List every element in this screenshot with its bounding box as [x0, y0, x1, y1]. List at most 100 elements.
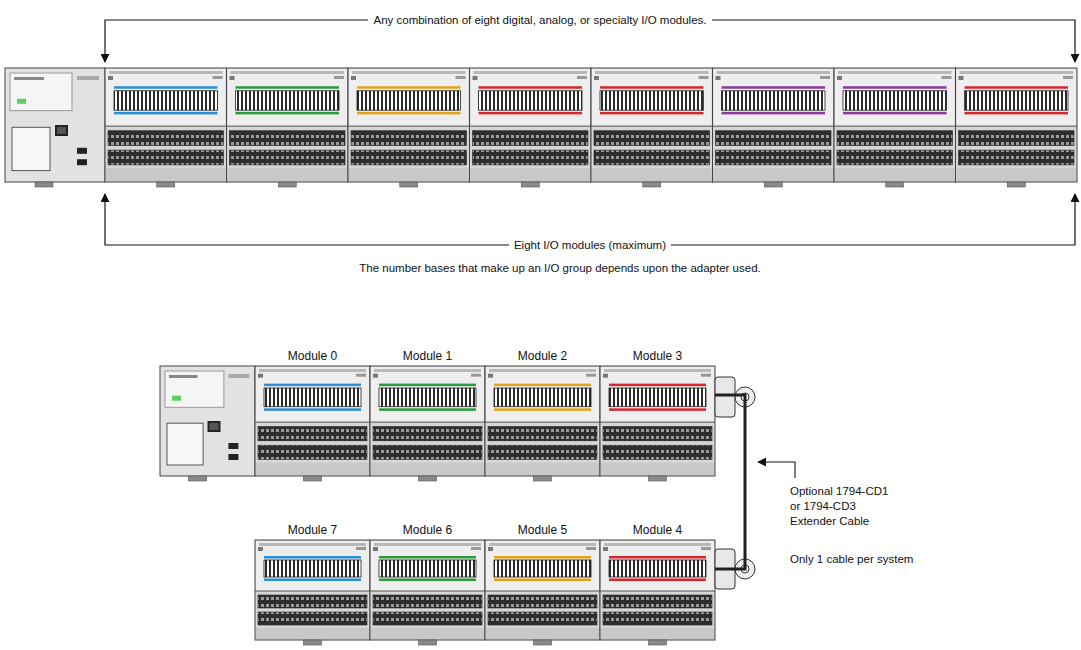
- io-module-part: [843, 86, 947, 89]
- io-module-part: [714, 168, 834, 181]
- io-module-part: [534, 640, 552, 645]
- io-module-part: [471, 374, 481, 377]
- io-module: [713, 68, 835, 187]
- io-module-part: [714, 69, 834, 126]
- io-module-part: [600, 540, 715, 640]
- io-module-part: [486, 541, 599, 591]
- io-module: [255, 540, 370, 645]
- io-module-part: [230, 76, 235, 80]
- annotation-text: Any combination of eight digital, analog…: [368, 13, 711, 28]
- io-module-part: [258, 427, 367, 441]
- io-module-part: [837, 150, 953, 165]
- io-module-part: [965, 91, 1069, 110]
- adapter-module-part: [55, 125, 68, 136]
- io-module-part: [603, 547, 608, 551]
- io-module-part: [594, 131, 710, 146]
- io-module-part: [105, 68, 227, 182]
- io-module-part: [494, 384, 591, 387]
- io-module-part: [230, 131, 346, 146]
- io-module-part: [701, 547, 711, 550]
- io-module: [370, 366, 485, 481]
- io-module-part: [157, 182, 175, 187]
- module-label: Module 4: [600, 522, 715, 538]
- io-module-part: [373, 374, 378, 378]
- io-module-part: [595, 71, 709, 74]
- io-module-part: [255, 366, 370, 476]
- io-module-part: [488, 427, 597, 441]
- io-module-part: [231, 71, 345, 74]
- io-module-part: [474, 71, 588, 74]
- io-module-part: [357, 112, 461, 115]
- io-module-part: [488, 595, 597, 608]
- io-module-part: [357, 86, 461, 89]
- io-module-part: [471, 69, 591, 126]
- io-module-part: [838, 71, 952, 74]
- io-module-part: [957, 69, 1077, 126]
- io-module-part: [609, 560, 706, 577]
- io-module-part: [649, 640, 667, 645]
- io-module-part: [485, 366, 600, 476]
- io-module-part: [256, 541, 369, 591]
- io-module-part: [965, 86, 1069, 89]
- io-module-part: [370, 422, 485, 423]
- io-module-part: [604, 369, 711, 372]
- io-module-part: [264, 556, 361, 559]
- io-module-part: [479, 112, 583, 115]
- io-module-part: [114, 86, 218, 89]
- io-module-part: [371, 463, 484, 475]
- io-module-part: [236, 91, 340, 110]
- io-module-part: [603, 445, 712, 459]
- io-module-part: [603, 374, 608, 378]
- io-module-part: [470, 126, 592, 127]
- io-module-part: [591, 68, 713, 182]
- io-module-part: [371, 628, 484, 639]
- io-module-part: [109, 71, 223, 74]
- io-module-part: [479, 86, 583, 89]
- io-module-part: [1007, 182, 1025, 187]
- io-module-part: [256, 367, 369, 422]
- io-module-part: [609, 579, 706, 582]
- module-slot: Module 7: [255, 522, 370, 640]
- io-module-part: [258, 612, 367, 625]
- io-module-part: [594, 150, 710, 165]
- io-module-part: [586, 547, 596, 550]
- io-module-part: [488, 374, 493, 378]
- io-module-part: [230, 150, 346, 165]
- io-module-part: [258, 445, 367, 459]
- io-module-part: [379, 556, 476, 559]
- io-module-part: [609, 388, 706, 407]
- io-module-part: [264, 388, 361, 407]
- adapter-module-part: [228, 454, 238, 460]
- io-module-part: [370, 591, 485, 592]
- io-module-part: [352, 71, 466, 74]
- io-module: [255, 366, 370, 481]
- io-module-part: [105, 126, 227, 127]
- io-module-part: [259, 369, 366, 372]
- callout-text: Optional 1794-CD1 or 1794-CD3 Extender C…: [790, 484, 900, 529]
- io-module-part: [485, 540, 600, 640]
- io-module: [591, 68, 713, 187]
- leader-arrow: [758, 462, 795, 478]
- io-group-full: [5, 68, 1077, 187]
- adapter-module-part: [14, 77, 44, 80]
- io-module-part: [701, 374, 711, 377]
- cable-connector-part: [715, 377, 735, 417]
- io-module: [834, 68, 956, 187]
- io-module-part: [348, 68, 470, 182]
- cable-connector: [715, 377, 755, 417]
- io-module-part: [717, 71, 831, 74]
- io-module-part: [713, 68, 835, 182]
- io-module-part: [600, 366, 715, 476]
- adapter-module-part: [160, 366, 255, 476]
- io-module-part: [304, 476, 322, 481]
- io-module-part: [486, 628, 599, 639]
- io-module-part: [956, 126, 1078, 127]
- io-module-part: [456, 76, 466, 79]
- io-module-part: [108, 131, 224, 146]
- io-module-part: [592, 69, 712, 126]
- adapter-module: [160, 366, 255, 481]
- io-module: [105, 68, 227, 187]
